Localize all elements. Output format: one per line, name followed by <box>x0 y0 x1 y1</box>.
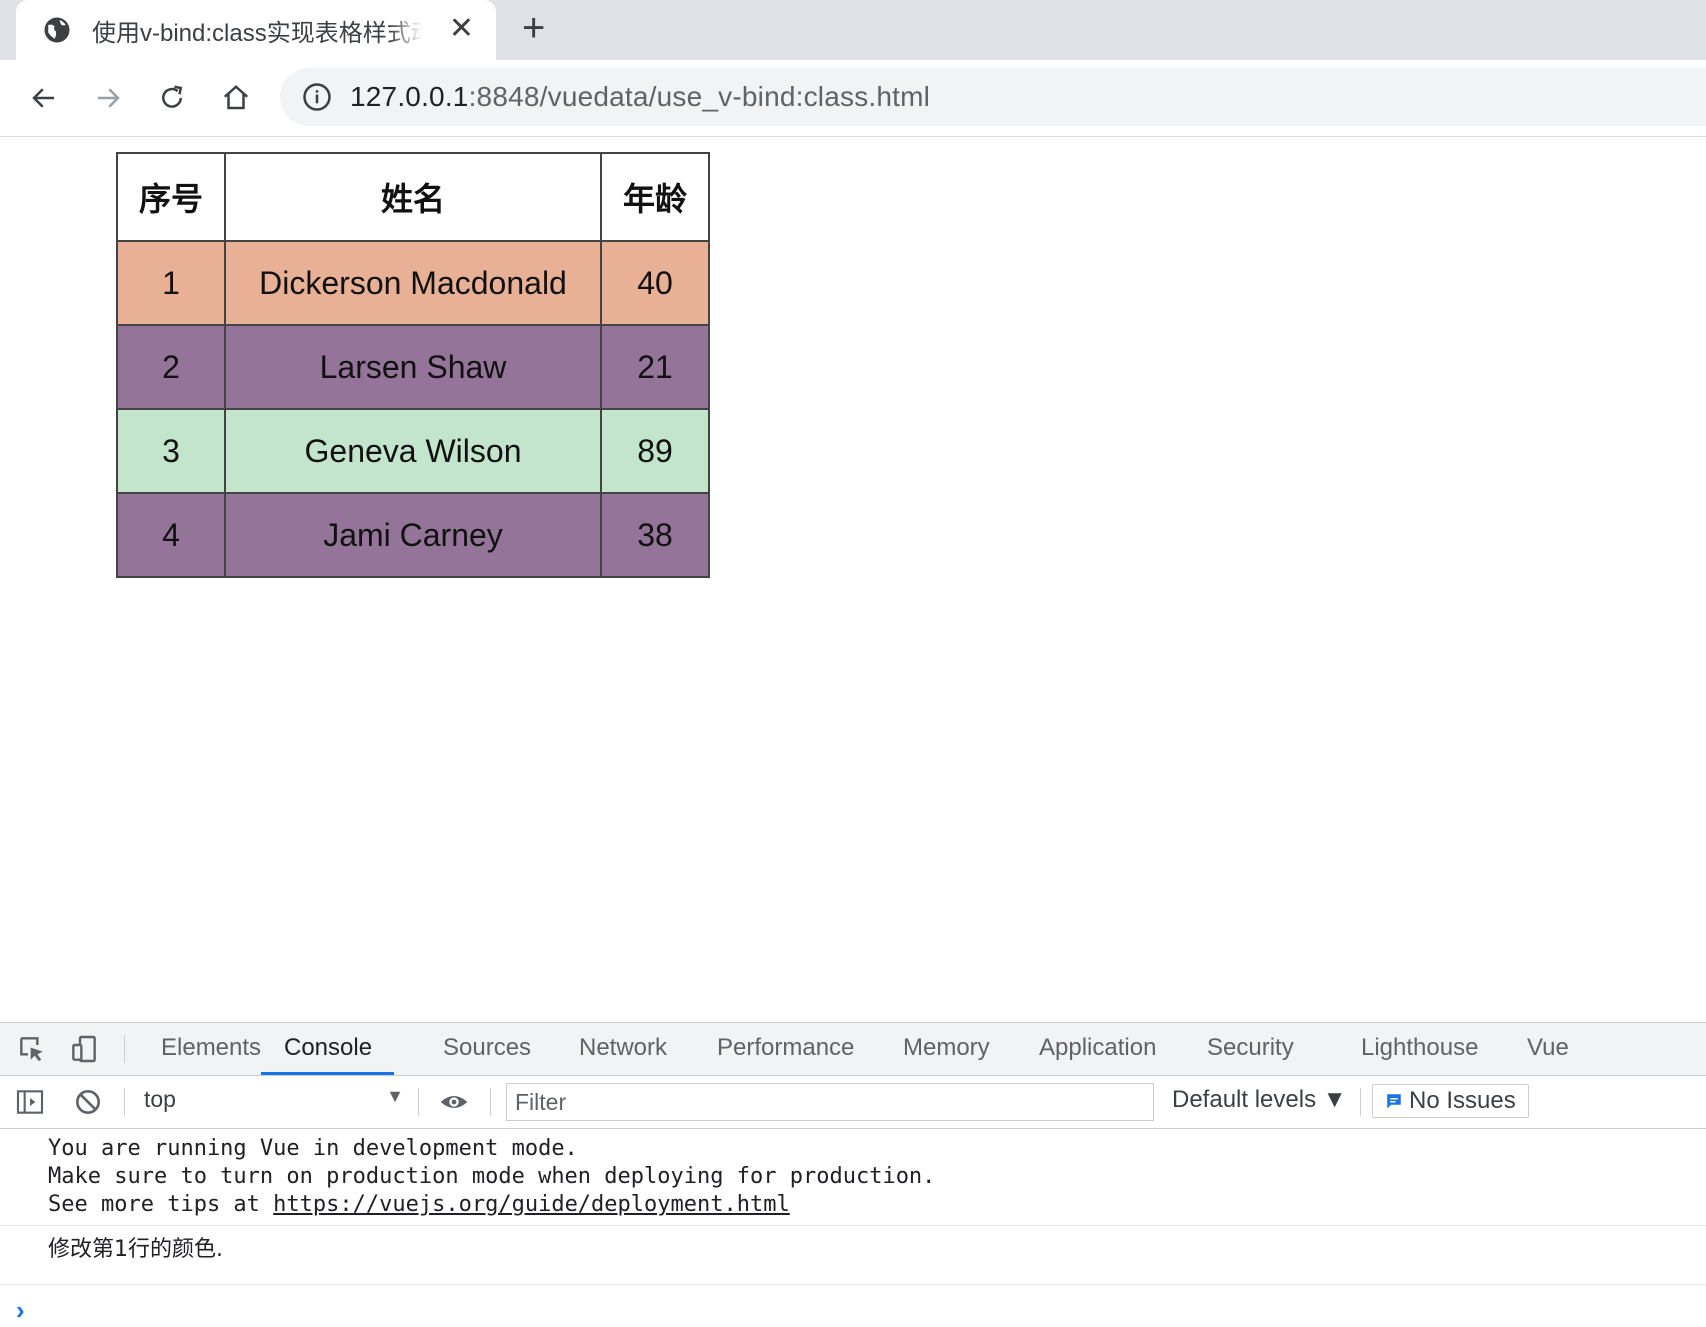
log-line: See more tips at https://vuejs.org/guide… <box>48 1191 1706 1219</box>
cell-name: Jami Carney <box>224 492 602 578</box>
browser-toolbar: 127.0.0.1:8848/vuedata/use_v-bind:class.… <box>0 60 1706 137</box>
home-icon <box>223 85 249 110</box>
log-line: 修改第1行的颜色. <box>48 1237 223 1262</box>
header-age: 年龄 <box>600 152 710 242</box>
log-line: You are running Vue in development mode. <box>48 1136 578 1161</box>
console-filter-input[interactable] <box>506 1083 1154 1121</box>
table-row: 1 Dickerson Macdonald 40 <box>116 240 710 326</box>
sidebar-toggle-icon[interactable] <box>14 1086 46 1118</box>
cell-number: 3 <box>116 408 226 494</box>
info-icon[interactable] <box>302 82 332 112</box>
people-table: 序号 姓名 年龄 1 Dickerson Macdonald 40 2 Lars… <box>116 152 710 578</box>
issues-button[interactable]: No Issues <box>1372 1084 1529 1118</box>
browser-tab[interactable]: 使用v-bind:class实现表格样式动 ✕ <box>16 0 496 60</box>
device-toolbar-icon[interactable] <box>68 1033 100 1065</box>
tab-strip: 使用v-bind:class实现表格样式动 ✕ + <box>0 0 1706 60</box>
cell-age: 40 <box>600 240 710 326</box>
tab-sources[interactable]: Sources <box>443 1034 532 1061</box>
tab-elements[interactable]: Elements <box>161 1034 262 1061</box>
tab-performance[interactable]: Performance <box>717 1034 855 1061</box>
home-button[interactable] <box>216 78 256 118</box>
separator <box>124 1088 125 1116</box>
url-text: 127.0.0.1:8848/vuedata/use_v-bind:class.… <box>350 81 930 113</box>
context-selector[interactable]: top ▼ <box>144 1086 404 1118</box>
tab-lighthouse[interactable]: Lighthouse <box>1361 1034 1479 1061</box>
table-row: 2 Larsen Shaw 21 <box>116 324 710 410</box>
eye-icon[interactable] <box>438 1086 470 1118</box>
forward-button[interactable] <box>88 78 128 118</box>
cell-age: 38 <box>600 492 710 578</box>
context-value: top <box>144 1086 176 1112</box>
dropdown-arrow-icon: ▼ <box>386 1086 404 1106</box>
new-tab-button[interactable]: + <box>522 6 546 50</box>
table-header-row: 序号 姓名 年龄 <box>116 152 710 242</box>
separator <box>418 1088 419 1116</box>
url-path: :8848/vuedata/use_v-bind:class.html <box>468 81 931 112</box>
address-bar[interactable]: 127.0.0.1:8848/vuedata/use_v-bind:class.… <box>280 68 1706 126</box>
cell-name: Larsen Shaw <box>224 324 602 410</box>
log-message: You are running Vue in development mode.… <box>0 1129 1706 1226</box>
log-line: Make sure to turn on production mode whe… <box>48 1164 936 1189</box>
clear-console-icon[interactable] <box>72 1086 104 1118</box>
devtools-tab-bar: Elements Console Sources Network Perform… <box>0 1023 1706 1076</box>
console-output: You are running Vue in development mode.… <box>0 1129 1706 1285</box>
cell-name: Dickerson Macdonald <box>224 240 602 326</box>
separator <box>124 1035 125 1063</box>
url-host: 127.0.0.1 <box>350 81 469 112</box>
deployment-link[interactable]: https://vuejs.org/guide/deployment.html <box>273 1192 790 1217</box>
cell-number: 2 <box>116 324 226 410</box>
log-levels-dropdown[interactable]: Default levels ▼ <box>1172 1086 1347 1113</box>
cell-number: 4 <box>116 492 226 578</box>
devtools-panel: Elements Console Sources Network Perform… <box>0 1022 1706 1327</box>
message-icon <box>1387 1094 1401 1109</box>
arrow-left-icon <box>32 88 54 108</box>
cell-name: Geneva Wilson <box>224 408 602 494</box>
header-number: 序号 <box>116 152 226 242</box>
table-row: 3 Geneva Wilson 89 <box>116 408 710 494</box>
log-text: See more tips at <box>48 1192 274 1217</box>
console-prompt-icon[interactable]: › <box>16 1295 25 1325</box>
tab-application[interactable]: Application <box>1039 1034 1157 1061</box>
reload-button[interactable] <box>152 78 192 118</box>
globe-icon <box>44 17 70 43</box>
tab-vue[interactable]: Vue <box>1527 1034 1569 1061</box>
console-toolbar: top ▼ Default levels ▼ No Issues <box>0 1076 1706 1129</box>
tab-console[interactable]: Console <box>261 1023 395 1075</box>
separator <box>1360 1088 1361 1116</box>
cell-number: 1 <box>116 240 226 326</box>
tab-network[interactable]: Network <box>579 1034 668 1061</box>
cell-age: 89 <box>600 408 710 494</box>
inspect-element-icon[interactable] <box>16 1033 48 1065</box>
reload-icon <box>162 85 183 108</box>
close-tab-icon[interactable]: ✕ <box>448 12 474 45</box>
header-name: 姓名 <box>224 152 602 242</box>
log-message: 修改第1行的颜色. <box>0 1226 1706 1285</box>
arrow-right-icon <box>98 88 120 108</box>
tab-security[interactable]: Security <box>1207 1034 1294 1061</box>
tab-memory[interactable]: Memory <box>903 1034 990 1061</box>
separator <box>490 1088 491 1116</box>
tab-title: 使用v-bind:class实现表格样式动 <box>92 19 422 47</box>
cell-age: 21 <box>600 324 710 410</box>
issues-label: No Issues <box>1409 1087 1516 1114</box>
back-button[interactable] <box>24 78 64 118</box>
table-row: 4 Jami Carney 38 <box>116 492 710 578</box>
